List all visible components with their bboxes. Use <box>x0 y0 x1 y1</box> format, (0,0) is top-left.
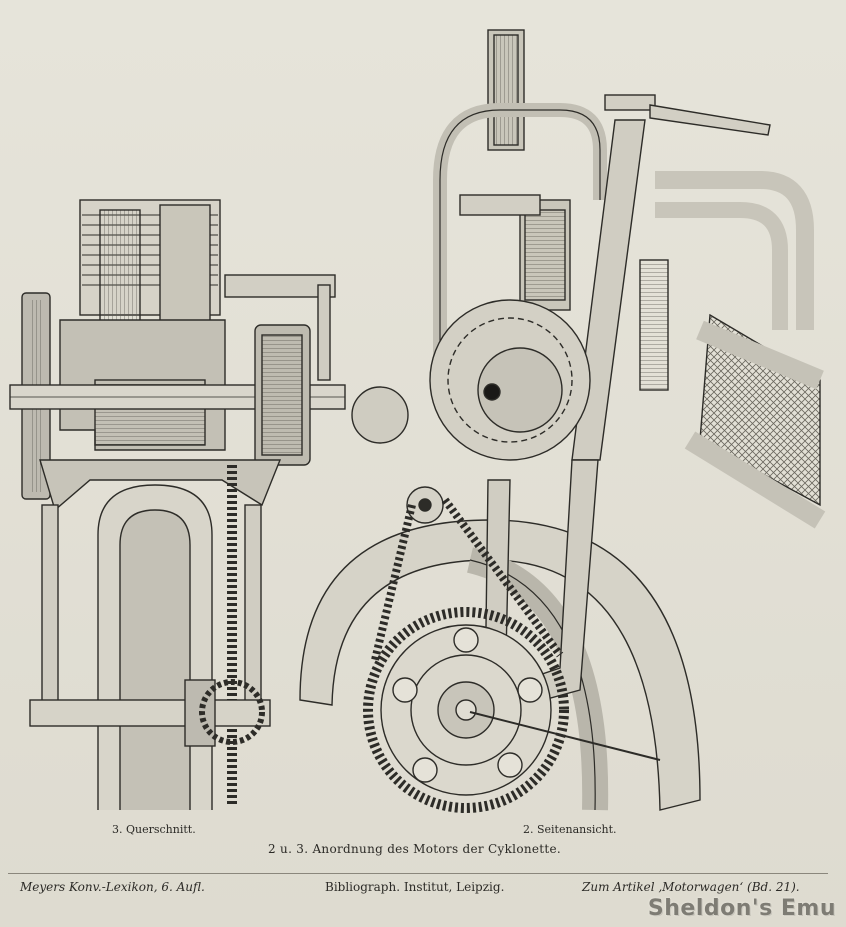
footer-publisher: Bibliograph. Institut, Leipzig. <box>325 880 505 894</box>
caption-main: 2 u. 3. Anordnung des Motors der Cyklone… <box>268 842 562 856</box>
figure-2-side-view <box>299 29 826 813</box>
footer-publication: Meyers Konv.-Lexikon, 6. Aufl. <box>20 880 205 894</box>
plate-divider <box>8 873 828 874</box>
watermark-logo: Sheldon's Emu <box>647 896 836 921</box>
figure-3-cross-section <box>9 199 346 810</box>
footer-article-ref: Zum Artikel ‚Motorwagen‘ (Bd. 21). <box>582 880 800 894</box>
caption-fig3: 3. Querschnitt. <box>112 823 196 836</box>
caption-fig2: 2. Seitenansicht. <box>523 823 617 836</box>
